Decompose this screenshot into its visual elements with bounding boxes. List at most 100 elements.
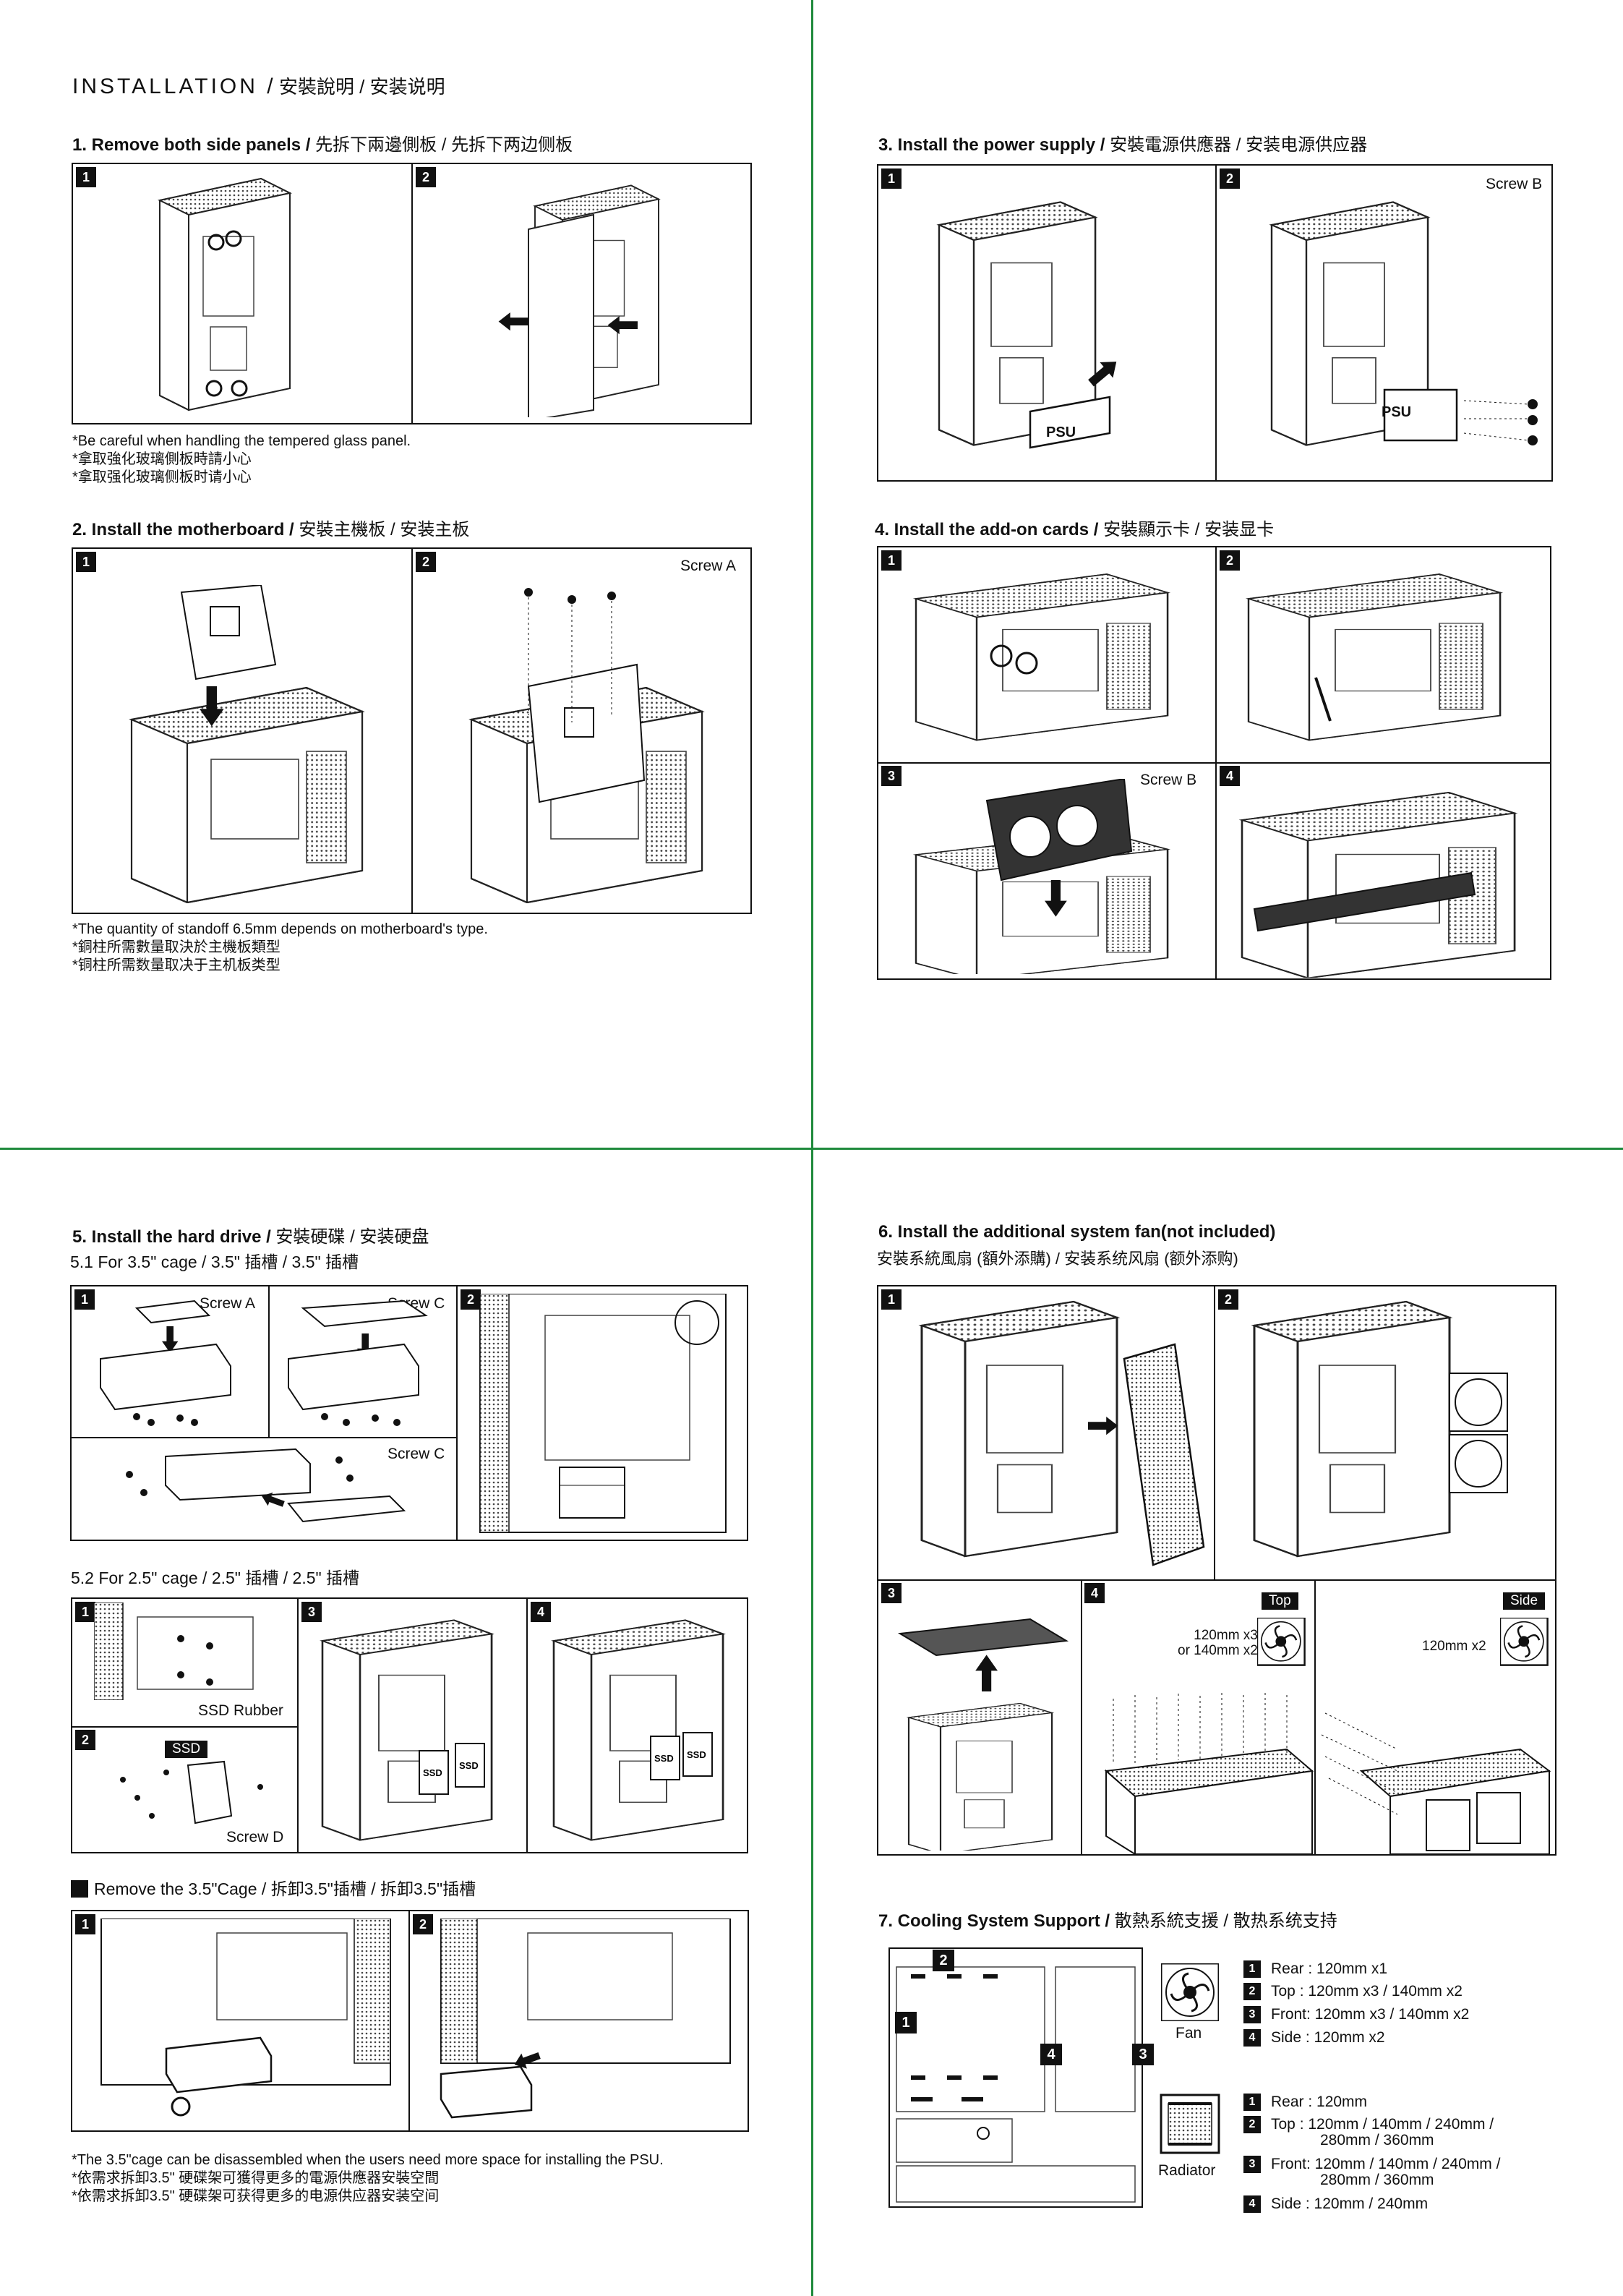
subsection-remove-cage-text: Remove the 3.5"Cage / 拆卸3.5"插槽 / 拆卸3.5"插… [94,1879,476,1898]
gpu-insert-illustration [915,779,1169,974]
callout-top: 2 [933,1950,954,1971]
psu-insert-illustration [938,201,1123,449]
fan-icon [1161,1963,1219,2021]
note-line: *依需求拆卸3.5" 硬碟架可获得更多的电源供应器安装空间 [72,2188,440,2204]
step-number: 3 [881,1583,902,1603]
row-number: 1 [1243,2094,1261,2111]
psu-label: PSU [1382,404,1412,420]
section-3-title: 3. Install the power supply / 安裝電源供應器 / … [878,130,1367,155]
screw-a-label: Screw A [680,558,737,574]
section-5-1-frame: 1 2 Screw A Screw C Screw C [70,1285,748,1541]
screw-d-label: Screw D [226,1829,284,1845]
ssd-rubber-label: SSD Rubber [198,1702,283,1719]
note-line: *依需求拆卸3.5" 硬碟架可獲得更多的電源供應器安裝空間 [72,2170,440,2186]
step-number: 1 [74,1289,95,1310]
radiator-label: Radiator [1158,2162,1216,2179]
note-line: *The quantity of standoff 6.5mm depends … [72,921,488,937]
fan-label: Fan [1176,2025,1202,2041]
section-3-title-en: 3. Install the power supply / [878,135,1105,155]
ssd-installed-illustration: SSD SSD [552,1619,724,1841]
panel-separator [411,549,413,913]
row-text: Front: 120mm / 140mm / 240mm / [1271,2156,1501,2172]
step-number: 2 [75,1730,95,1750]
section-7-title-en: 7. Cooling System Support / [878,1911,1110,1931]
psu-screw-illustration [1270,201,1538,446]
section-5-title: 5. Install the hard drive / 安裝硬碟 / 安装硬盘 [72,1222,429,1247]
screw-b-label: Screw B [1140,772,1197,788]
section-3-title-cn: 安裝電源供應器 / 安装电源供应器 [1110,135,1368,155]
step-number: 3 [301,1602,322,1622]
row-text-continued: 280mm / 360mm [1320,2172,1434,2188]
top-fan-spec-line: or 140mm x2 [1178,1643,1258,1658]
page-title: INSTALLATION / 安裝說明 / 安装说明 [72,74,445,98]
title-en: INSTALLATION [72,74,258,98]
step-number: 2 [461,1289,481,1310]
fan-icon [1257,1618,1306,1666]
section-5-2-frame: 1 2 3 4 SSD Rubber SSD Screw D SSD SSD S… [71,1597,748,1853]
panel-separator [72,1726,298,1728]
row-number: 3 [1243,2006,1261,2023]
panel-separator [1081,1579,1082,1854]
panel-separator [268,1286,270,1437]
ssd-text: SSD [423,1767,442,1778]
panel-separator [408,1911,410,2130]
note-line: *铜柱所需数量取决于主机板类型 [72,957,281,973]
panel-separator [1214,1286,1215,1579]
section-4-title-en: 4. Install the add-on cards / [875,520,1099,539]
front-panel-removal-illustration [920,1300,1205,1566]
section-6-title: 6. Install the additional system fan(not… [878,1222,1276,1242]
panel-separator [526,1599,528,1852]
ssd-text: SSD [459,1760,479,1771]
section-4-frame: 1 2 3 4 Screw B [877,546,1551,980]
square-bullet-icon [71,1880,88,1898]
panel-separator [878,762,1550,764]
fan-row: 1 Rear : 120mm x1 [1243,1960,1387,1978]
side-tag: Side [1503,1592,1546,1610]
top-fan-spec-line: 120mm x3 [1194,1628,1258,1643]
callout-side: 4 [1040,2044,1062,2065]
panel-separator [878,1579,1555,1581]
step-number: 4 [1220,766,1240,786]
fan-row: 2 Top : 120mm x3 / 140mm x2 [1243,1983,1463,2000]
section-2-frame: 1 2 Screw A [72,547,752,914]
ssd-text: SSD [654,1753,674,1764]
step-number: 4 [531,1602,551,1622]
panel-separator [456,1286,458,1540]
section-5-title-en: 5. Install the hard drive / [72,1227,271,1247]
fan-row: 4 Side : 120mm x2 [1243,2029,1385,2047]
section-2-title-cn: 安裝主機板 / 安装主板 [299,520,470,539]
subsection-5-2-title: 5.2 For 2.5" cage / 2.5" 插槽 / 2.5" 插槽 [71,1569,360,1587]
ssd-text: SSD [687,1749,706,1760]
callout-rear: 1 [895,2012,917,2033]
top-tag: Top [1262,1592,1298,1610]
note-line: *銅柱所需數量取決於主機板類型 [72,939,281,955]
motherboard-screw-illustration [470,588,703,903]
note-line: *Be careful when handling the tempered g… [72,433,411,449]
section-1-title-en: 1. Remove both side panels / [72,135,311,155]
section-7-title: 7. Cooling System Support / 散熱系統支援 / 散热系… [878,1906,1337,1932]
row-text: Top : 120mm x3 / 140mm x2 [1271,1983,1463,2000]
ssd-tag: SSD [165,1741,208,1758]
fan-row: 3 Front: 120mm x3 / 140mm x2 [1243,2006,1469,2023]
step-number: 1 [76,167,96,187]
section-5-title-cn: 安裝硬碟 / 安装硬盘 [275,1227,429,1247]
row-number: 4 [1243,2029,1261,2047]
section-6-title-cn: 安裝系統風扇 (額外添購) / 安装系统风扇 (额外添购) [877,1250,1238,1268]
step-number: 2 [1220,550,1240,571]
top-fan-spec: 120mm x3 or 140mm x2 [1178,1628,1258,1658]
row-text-continued: 280mm / 360mm [1320,2132,1434,2148]
row-number: 2 [1243,1983,1261,2000]
radiator-row: 2 Top : 120mm / 140mm / 240mm / [1243,2116,1494,2133]
section-1-title: 1. Remove both side panels / 先拆下兩邊側板 / 先… [72,130,573,155]
gpu-installed-illustration [1241,791,1516,978]
subsection-5-1-title: 5.1 For 3.5" cage / 3.5" 插槽 / 3.5" 插槽 [70,1252,359,1271]
section-1-notes: *Be careful when handling the tempered g… [72,432,411,487]
section-2-title-en: 2. Install the motherboard / [72,520,294,539]
radiator-row: 4 Side : 120mm / 240mm [1243,2195,1428,2213]
psu-label: PSU [1046,424,1076,440]
ssd-tray-illustration [100,1299,231,1426]
ssd-insert-illustration: SSD SSD [321,1619,493,1841]
note-line: *拿取强化玻璃侧板时请小心 [72,469,252,485]
row-text: Side : 120mm x2 [1271,2029,1385,2046]
side-fan-mount-illustration [1321,1712,1551,1854]
